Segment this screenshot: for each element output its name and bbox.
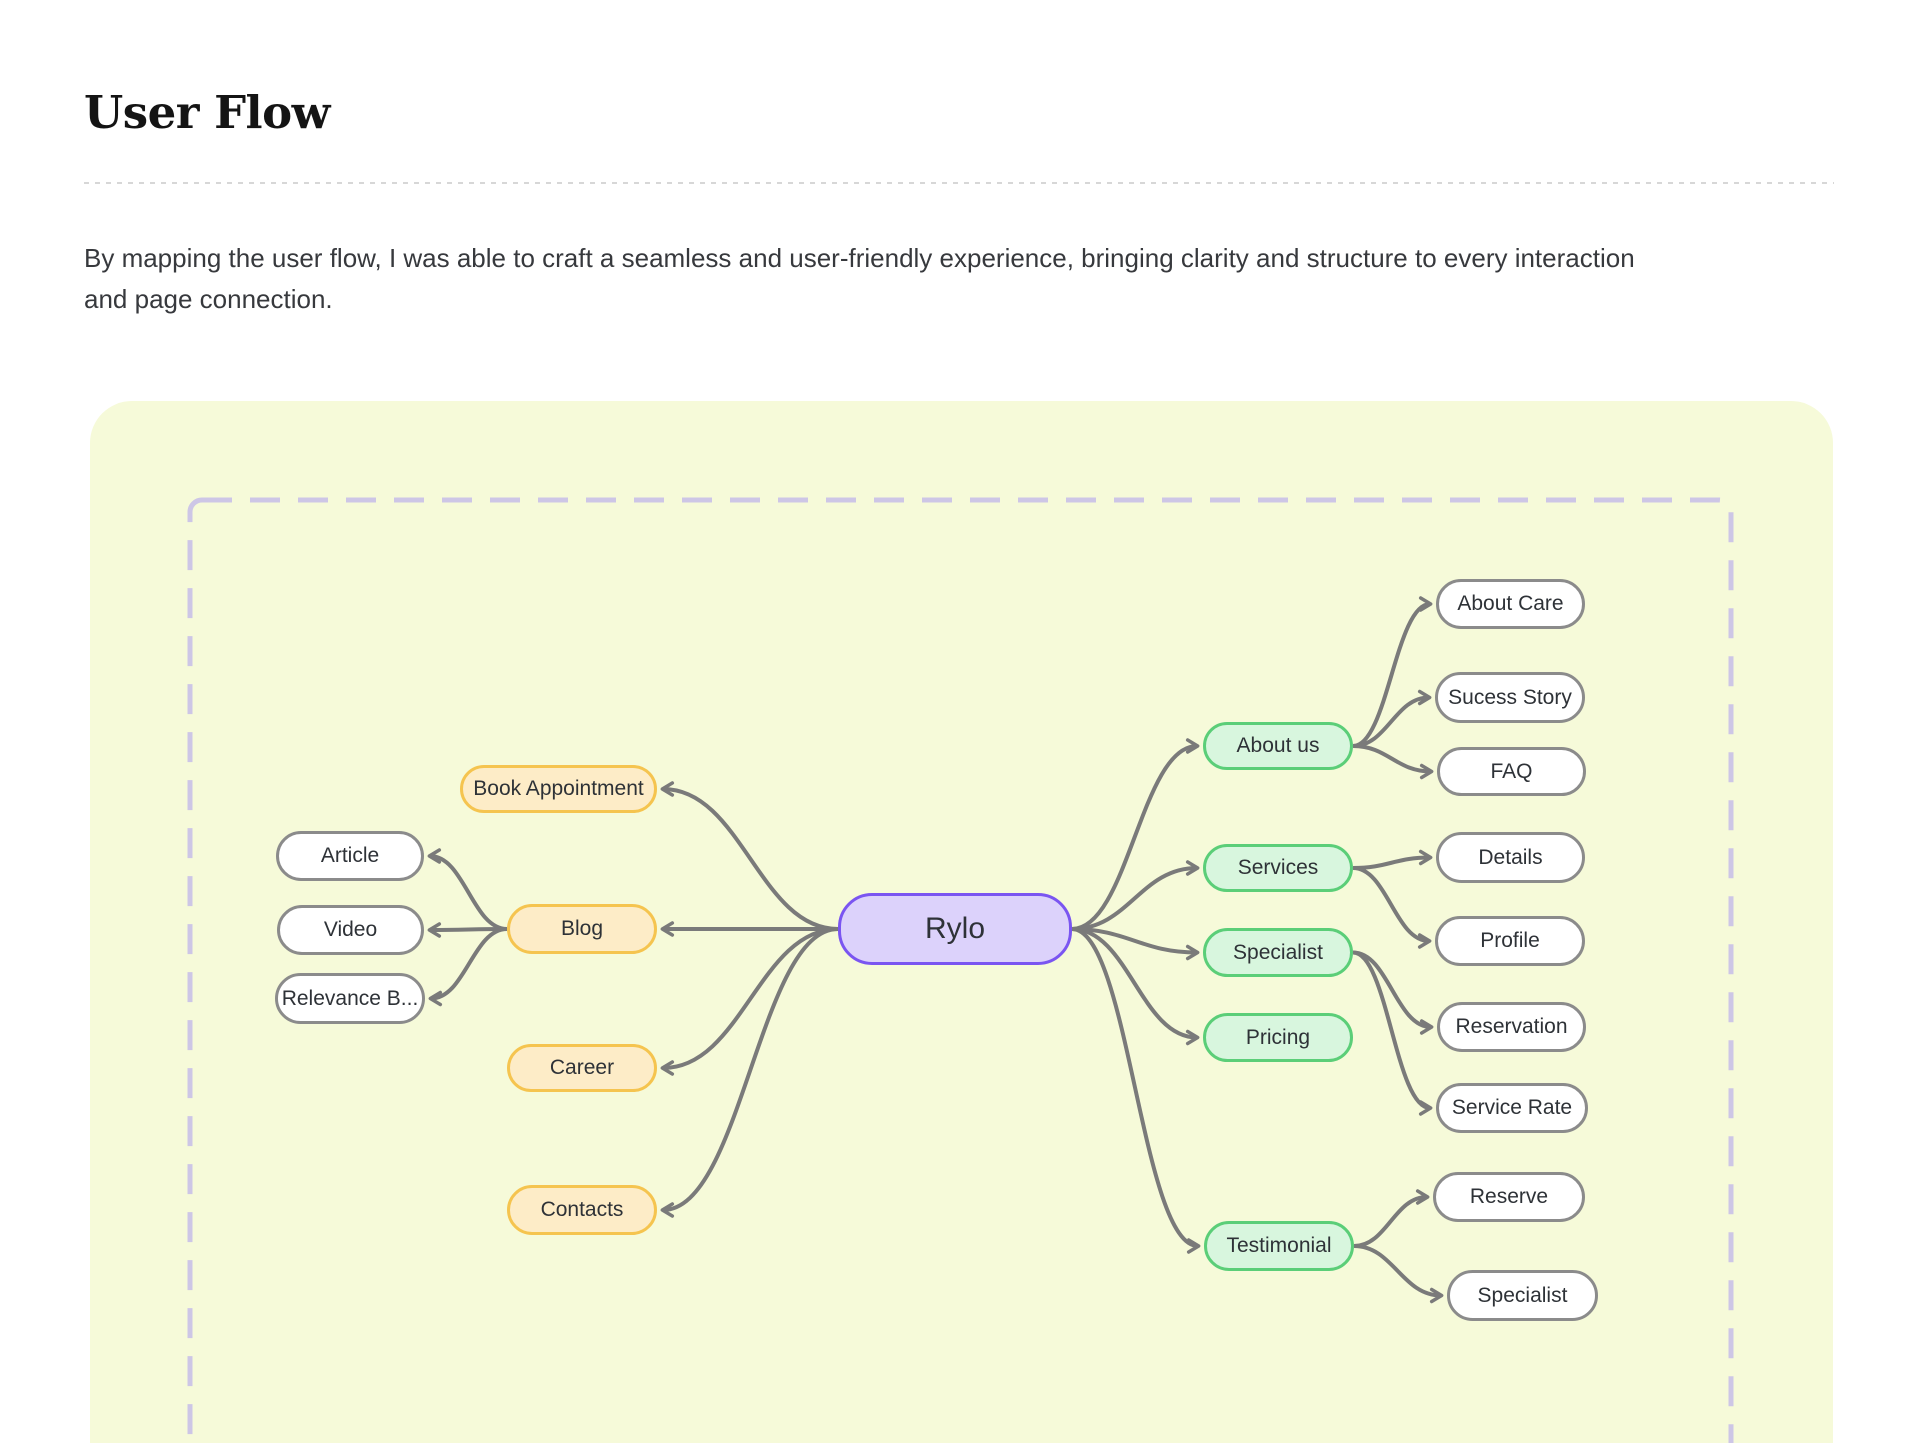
- node-specialist-2-label: Specialist: [1477, 1283, 1568, 1307]
- node-specialist-2: Specialist: [1447, 1270, 1598, 1321]
- node-testimonial: Testimonial: [1204, 1221, 1354, 1271]
- node-rylo-label: Rylo: [924, 912, 985, 945]
- node-testimonial-label: Testimonial: [1226, 1234, 1332, 1257]
- node-services: Services: [1203, 844, 1353, 892]
- node-profile: Profile: [1435, 916, 1585, 966]
- node-service-rate-label: Service Rate: [1451, 1096, 1573, 1119]
- edge-services-profile: [1352, 866, 1432, 949]
- node-reserve-label: Reserve: [1469, 1185, 1549, 1208]
- page-title: User Flow: [84, 86, 330, 139]
- edge-about-us-sucess-story: [1352, 689, 1432, 748]
- node-career: Career: [507, 1044, 657, 1092]
- node-book-appointment-label: Book Appointment: [473, 777, 644, 800]
- node-about-us: About us: [1203, 722, 1353, 770]
- node-blog-label: Blog: [560, 917, 604, 940]
- node-reservation-label: Reservation: [1455, 1015, 1568, 1038]
- edge-blog-article: [427, 848, 508, 931]
- node-specialist-label: Specialist: [1233, 940, 1323, 964]
- node-details-label: Details: [1478, 845, 1543, 869]
- node-sucess-story-label: Sucess Story: [1448, 685, 1572, 709]
- edge-specialist-reservation: [1352, 950, 1434, 1035]
- edge-rylo-services: [1071, 860, 1200, 931]
- node-about-us-label: About us: [1236, 734, 1320, 757]
- node-rylo: Rylo: [838, 893, 1072, 965]
- node-pricing: Pricing: [1203, 1013, 1353, 1062]
- node-details: Details: [1436, 832, 1585, 883]
- node-blog: Blog: [507, 904, 657, 954]
- node-relevance: Relevance B...: [275, 973, 425, 1024]
- node-relevance-label: Relevance B...: [281, 986, 419, 1010]
- node-reservation: Reservation: [1437, 1002, 1586, 1052]
- edge-rylo-career: [660, 927, 839, 1076]
- section-divider: [84, 182, 1834, 184]
- node-video: Video: [277, 905, 424, 955]
- node-faq-label: FAQ: [1490, 759, 1533, 783]
- node-faq: FAQ: [1437, 747, 1586, 796]
- edge-testimonial-reserve: [1353, 1189, 1430, 1248]
- edge-rylo-contacts: [660, 927, 839, 1218]
- edge-testimonial-specialist-2: [1353, 1244, 1444, 1304]
- dashed-boundary: [187, 497, 1734, 1443]
- node-about-care-label: About Care: [1457, 592, 1564, 615]
- node-contacts-label: Contacts: [540, 1198, 624, 1221]
- node-article: Article: [276, 831, 424, 881]
- node-career-label: Career: [549, 1056, 615, 1079]
- node-reserve: Reserve: [1433, 1172, 1585, 1222]
- edge-about-us-about-care: [1352, 596, 1433, 748]
- edge-rylo-about-us: [1071, 738, 1200, 931]
- node-book-appointment: Book Appointment: [460, 765, 657, 813]
- edge-specialist-service-rate: [1352, 950, 1433, 1116]
- edge-rylo-pricing: [1071, 927, 1200, 1046]
- edge-rylo-specialist: [1071, 927, 1200, 961]
- node-pricing-label: Pricing: [1245, 1025, 1311, 1049]
- node-about-care: About Care: [1436, 579, 1585, 629]
- node-contacts: Contacts: [507, 1185, 657, 1235]
- node-service-rate: Service Rate: [1436, 1083, 1588, 1133]
- edge-blog-relevance: [428, 927, 508, 1007]
- edge-services-details: [1352, 849, 1433, 870]
- edge-rylo-book-appointment: [660, 781, 839, 931]
- node-sucess-story: Sucess Story: [1435, 672, 1585, 723]
- intro-paragraph: By mapping the user flow, I was able to …: [84, 243, 1635, 314]
- edge-rylo-testimonial: [1071, 927, 1201, 1254]
- node-services-label: Services: [1237, 856, 1319, 879]
- node-article-label: Article: [320, 844, 380, 867]
- node-profile-label: Profile: [1480, 929, 1540, 952]
- node-video-label: Video: [323, 918, 378, 941]
- node-specialist: Specialist: [1203, 928, 1353, 977]
- edge-about-us-faq: [1352, 744, 1434, 780]
